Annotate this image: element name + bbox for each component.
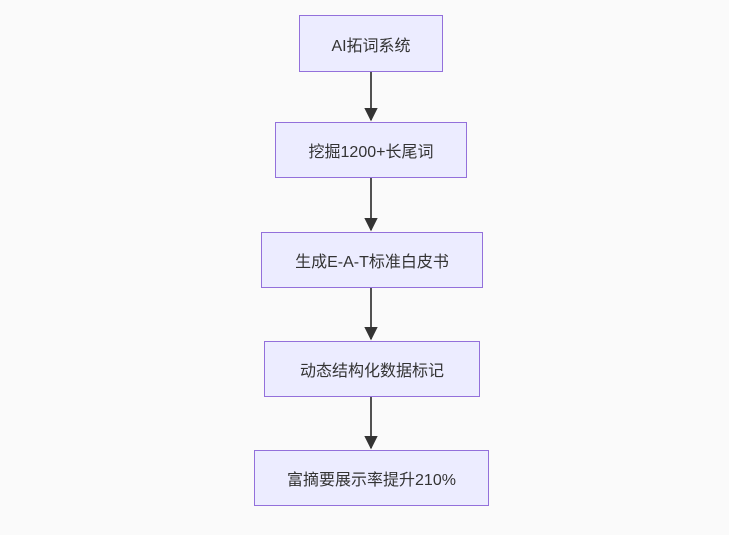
flow-node-ai-keyword-system: AI拓词系统 <box>299 15 443 72</box>
flow-node-longtail-mining: 挖掘1200+长尾词 <box>275 122 467 178</box>
flow-node-label: 生成E-A-T标准白皮书 <box>295 254 449 271</box>
flow-node-label: AI拓词系统 <box>331 37 411 55</box>
flow-node-label: 挖掘1200+长尾词 <box>308 144 434 161</box>
flow-node-structured-data-markup: 动态结构化数据标记 <box>264 341 480 397</box>
flow-node-label: 富摘要展示率提升210% <box>287 472 456 489</box>
flow-node-rich-snippet-result: 富摘要展示率提升210% <box>254 450 489 506</box>
flow-node-label: 动态结构化数据标记 <box>299 363 444 380</box>
flow-node-eat-whitepaper: 生成E-A-T标准白皮书 <box>261 232 483 288</box>
